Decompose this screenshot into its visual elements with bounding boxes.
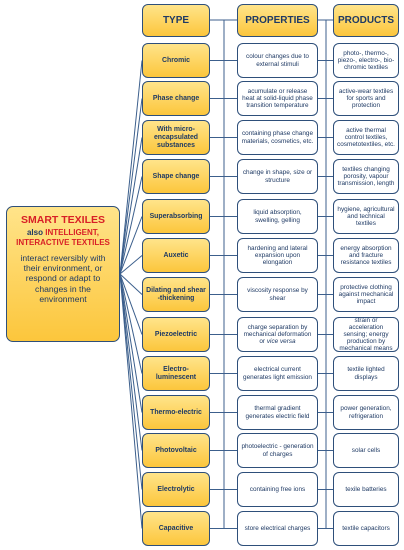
- property-label: containing phase change materials, cosme…: [241, 130, 314, 145]
- type-box: Capacitive: [142, 511, 210, 546]
- type-box: Photovoltaic: [142, 433, 210, 468]
- property-label: photoelectric - generation of charges: [241, 443, 314, 458]
- property-label: liquid absorption, swelling, gelling: [253, 209, 302, 224]
- property-box: store electrical charges: [237, 511, 318, 546]
- property-box: colour changes due to external stimuli: [237, 43, 318, 78]
- property-label: store electrical charges: [244, 524, 311, 532]
- product-box: power generation, refrigeration: [333, 395, 399, 430]
- property-box: photoelectric - generation of charges: [237, 433, 318, 468]
- product-box: hygiene, agricultural and technical text…: [333, 199, 399, 234]
- product-box: textile capacitors: [333, 511, 399, 546]
- fan-connector-line: [119, 255, 143, 275]
- property-label: containing free ions: [249, 485, 306, 493]
- fan-connector-line: [119, 273, 143, 490]
- type-box: Phase change: [142, 81, 210, 116]
- property-label: charge separation by mechanical deformat…: [243, 323, 312, 346]
- also-label: also: [26, 228, 43, 237]
- property-label: electrical current generates light emiss…: [243, 366, 312, 381]
- product-box: textile lighted displays: [333, 356, 399, 391]
- fan-connector-line: [119, 137, 143, 275]
- product-box: strain or acceleration sensing; energy p…: [333, 317, 399, 352]
- type-box: Electro-luminescent: [142, 356, 210, 391]
- product-box: photo-, thermo-, piezo-, electro-, bio-c…: [333, 43, 399, 78]
- smart-textiles-box: SMART TEXILES also INTELLIGENT, INTERACT…: [6, 206, 120, 342]
- property-label: viscosity response by shear: [247, 287, 308, 302]
- fan-connector-line: [119, 273, 143, 451]
- property-text: acumulate or release heat at solid-liqui…: [241, 88, 314, 110]
- header-properties: PROPERTIES: [237, 4, 318, 37]
- type-box: Chromic: [142, 43, 210, 78]
- type-box: Electrolytic: [142, 472, 210, 507]
- product-box: active thermal control textiles, cosmeto…: [333, 120, 399, 155]
- fan-connector-line: [119, 273, 143, 529]
- property-box: containing free ions: [237, 472, 318, 507]
- property-text: charge separation by mechanical deformat…: [241, 324, 314, 346]
- property-label: change in shape, size or structure: [242, 169, 313, 184]
- property-text: thermal gradient generates electric fiel…: [241, 405, 314, 419]
- fan-connector-line: [119, 98, 143, 275]
- property-text: colour changes due to external stimuli: [241, 53, 314, 67]
- property-text: hardening and lateral expansion upon elo…: [241, 245, 314, 267]
- product-box: texile batteries: [333, 472, 399, 507]
- property-box: acumulate or release heat at solid-liqui…: [237, 81, 318, 116]
- property-text: containing phase change materials, cosme…: [241, 130, 314, 144]
- property-text: viscosity response by shear: [241, 287, 314, 301]
- type-box: Superabsorbing: [142, 199, 210, 234]
- property-text: change in shape, size or structure: [241, 169, 314, 183]
- property-box: change in shape, size or structure: [237, 159, 318, 194]
- property-text: liquid absorption, swelling, gelling: [241, 209, 314, 223]
- product-box: protective clothing against mechanical i…: [333, 277, 399, 312]
- fan-connector-line: [119, 273, 143, 374]
- property-box: thermal gradient generates electric fiel…: [237, 395, 318, 430]
- main-title: SMART TEXILES: [20, 214, 105, 226]
- product-box: active-wear textiles for sports and prot…: [333, 81, 399, 116]
- property-label: hardening and lateral expansion upon elo…: [247, 244, 308, 267]
- type-box: Piezoelectric: [142, 317, 210, 352]
- fan-connector-line: [119, 273, 143, 413]
- property-text: store electrical charges: [245, 525, 311, 532]
- property-box: charge separation by mechanical deformat…: [237, 317, 318, 352]
- fan-connector-line: [119, 216, 143, 275]
- property-box: containing phase change materials, cosme…: [237, 120, 318, 155]
- also-interactive: INTERACTIVE TEXTILES: [16, 238, 110, 247]
- product-box: solar cells: [333, 433, 399, 468]
- main-subtitle: also INTELLIGENT, INTERACTIVE TEXTILES: [13, 228, 113, 248]
- property-box: viscosity response by shear: [237, 277, 318, 312]
- also-intelligent: INTELLIGENT,: [45, 228, 100, 237]
- property-label: colour changes due to external stimuli: [246, 53, 309, 68]
- header-products: PRODUCTS: [333, 4, 399, 37]
- fan-connector-line: [119, 60, 143, 275]
- fan-connector-line: [119, 273, 143, 335]
- property-text: containing free ions: [250, 486, 305, 493]
- type-box: With micro-encapsulated substances: [142, 120, 210, 155]
- property-italic: vice versa: [266, 338, 296, 346]
- property-box: electrical current generates light emiss…: [237, 356, 318, 391]
- property-box: liquid absorption, swelling, gelling: [237, 199, 318, 234]
- property-box: hardening and lateral expansion upon elo…: [237, 238, 318, 273]
- type-box: Auxetic: [142, 238, 210, 273]
- type-box: Shape change: [142, 159, 210, 194]
- property-text: photoelectric - generation of charges: [241, 443, 314, 457]
- property-text: electrical current generates light emiss…: [241, 366, 314, 380]
- type-box: Dilating and shear -thickening: [142, 277, 210, 312]
- product-box: textiles changing porosity, vapour trans…: [333, 159, 399, 194]
- fan-connector-line: [119, 273, 143, 295]
- type-box: Thermo-electric: [142, 395, 210, 430]
- product-box: energy absorption and fracture resistanc…: [333, 238, 399, 273]
- property-label: acumulate or release heat at solid-liqui…: [242, 87, 313, 110]
- header-type: TYPE: [142, 4, 210, 37]
- fan-connector-line: [119, 176, 143, 275]
- property-label: thermal gradient generates electric fiel…: [245, 405, 310, 420]
- main-description: interact reversibly with their environme…: [20, 253, 106, 304]
